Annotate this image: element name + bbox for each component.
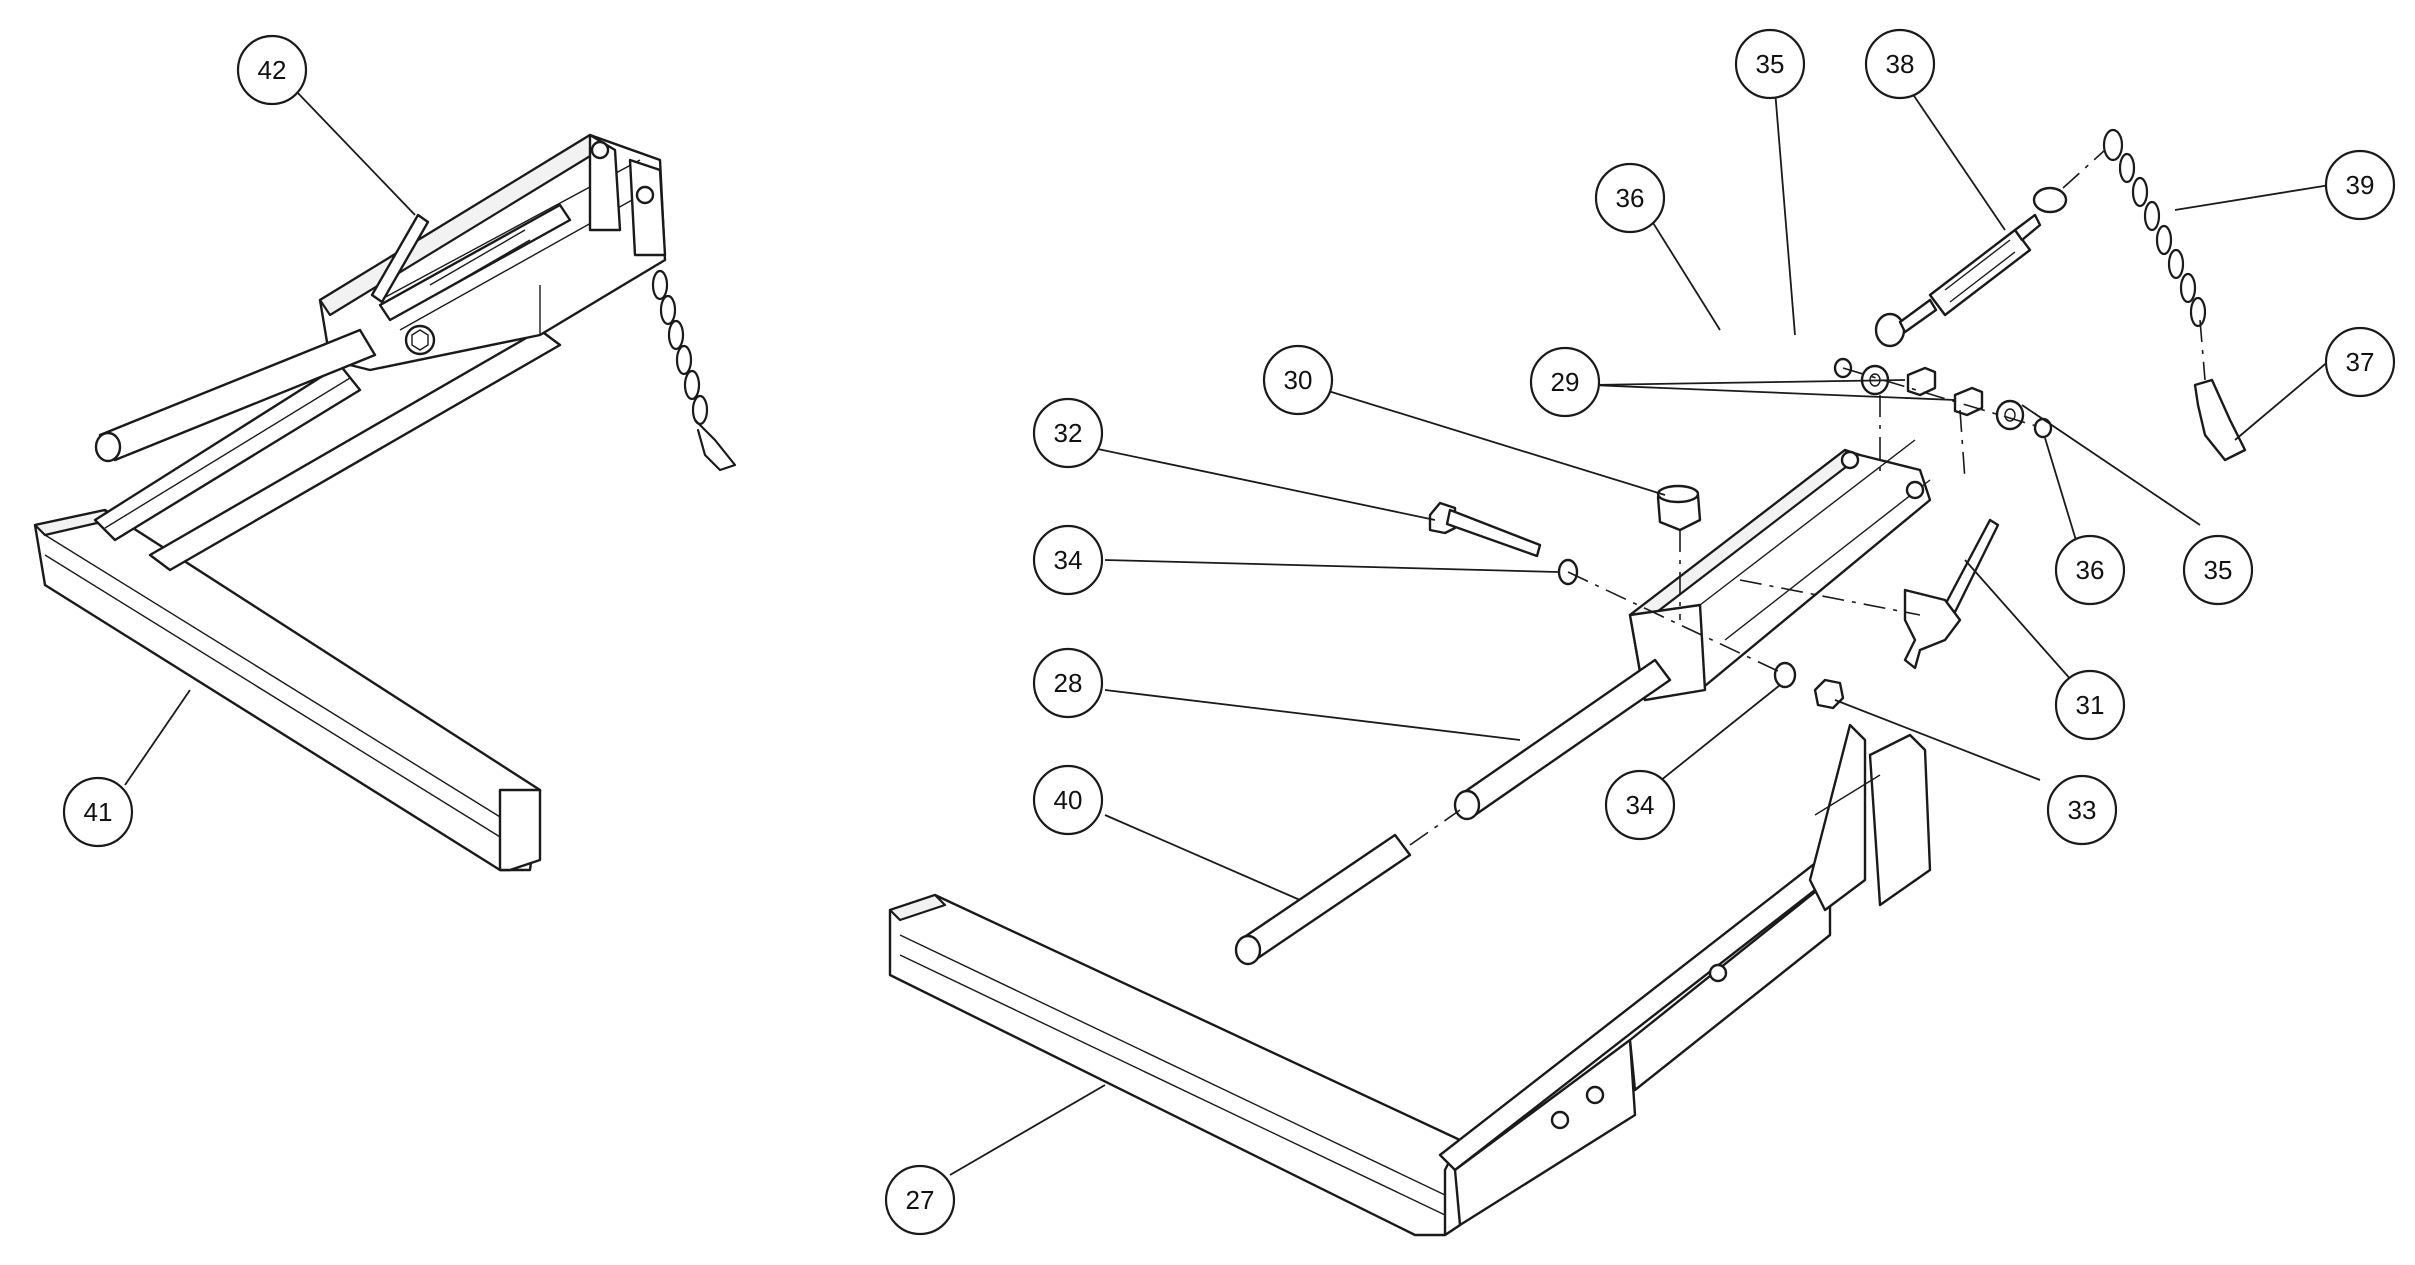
- callout-36-right: 36: [2054, 534, 2126, 606]
- chain-39: [2102, 128, 2207, 328]
- callout-37: 37: [2324, 326, 2396, 398]
- callout-34-upper: 34: [1032, 524, 1104, 596]
- assembled-frame: [33, 133, 737, 872]
- callout-33: 33: [2046, 774, 2118, 846]
- callout-30: 30: [1262, 344, 1334, 416]
- svg-text:28: 28: [1054, 668, 1083, 698]
- frame-27: [888, 723, 1932, 1237]
- callout-29: 29: [1529, 346, 1601, 418]
- svg-text:32: 32: [1054, 418, 1083, 448]
- bolt-32: [1428, 501, 1542, 558]
- svg-text:34: 34: [1054, 545, 1083, 575]
- callout-35-right: 35: [2182, 534, 2254, 606]
- svg-text:36: 36: [2076, 555, 2105, 585]
- bushing-30: [1656, 484, 1702, 532]
- svg-text:37: 37: [2346, 347, 2375, 377]
- svg-text:35: 35: [2204, 555, 2233, 585]
- callout-39: 39: [2324, 149, 2396, 221]
- svg-text:42: 42: [258, 55, 287, 85]
- assembly-centerlines: [1409, 149, 2206, 846]
- pin-40: [1234, 833, 1412, 966]
- callout-34-lower: 34: [1604, 769, 1676, 841]
- washer-34-lower: [1773, 661, 1797, 689]
- svg-text:27: 27: [906, 1185, 935, 1215]
- callout-40: 40: [1032, 764, 1104, 836]
- handle-31: [1903, 518, 2000, 670]
- callout-32: 32: [1032, 397, 1104, 469]
- hook-37: [2193, 378, 2247, 462]
- channel-body: [1628, 439, 1932, 702]
- turnbuckle-38: [1874, 186, 2068, 348]
- svg-text:34: 34: [1626, 790, 1655, 820]
- callout-27: 27: [884, 1164, 956, 1236]
- svg-text:35: 35: [1756, 49, 1785, 79]
- callout-28: 28: [1032, 647, 1104, 719]
- callout-41: 41: [62, 776, 134, 848]
- leader-lines: [124, 89, 2331, 1176]
- nut-33: [1813, 678, 1845, 710]
- callout-38: 38: [1864, 28, 1936, 100]
- callout-35-top: 35: [1734, 28, 1806, 100]
- callout-31: 31: [2054, 669, 2126, 741]
- svg-text:39: 39: [2346, 170, 2375, 200]
- svg-text:38: 38: [1886, 49, 1915, 79]
- callout-42: 42: [236, 34, 308, 106]
- svg-text:29: 29: [1551, 367, 1580, 397]
- svg-text:31: 31: [2076, 690, 2105, 720]
- svg-text:36: 36: [1616, 183, 1645, 213]
- svg-text:33: 33: [2068, 795, 2097, 825]
- svg-text:40: 40: [1054, 785, 1083, 815]
- tube-28: [1453, 658, 1672, 821]
- chain: [651, 269, 737, 472]
- svg-text:30: 30: [1284, 365, 1313, 395]
- callout-36-top: 36: [1594, 162, 1666, 234]
- svg-text:41: 41: [84, 797, 113, 827]
